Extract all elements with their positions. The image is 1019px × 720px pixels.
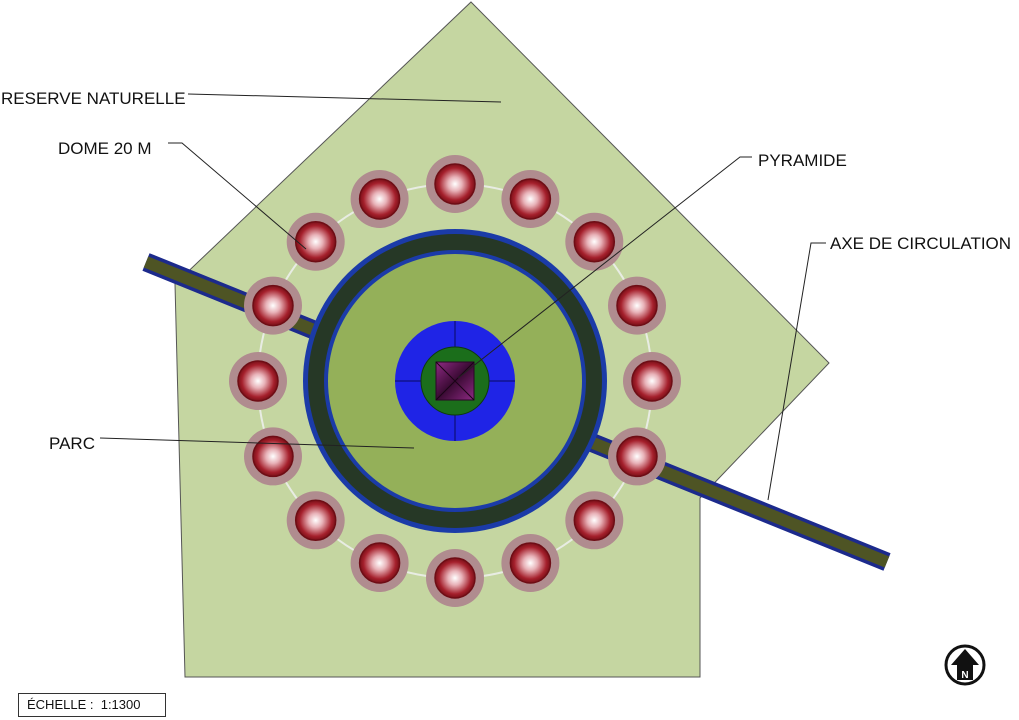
dome — [608, 276, 666, 335]
scale-label: ÉCHELLE : — [27, 697, 94, 712]
dome-core — [631, 360, 673, 402]
dome-core — [358, 178, 401, 220]
dome — [501, 534, 560, 592]
scale-box: ÉCHELLE : 1:1300 — [18, 693, 166, 717]
dome-core — [434, 557, 476, 599]
dome — [501, 170, 560, 228]
dome — [229, 352, 287, 410]
north-arrow: N — [944, 644, 986, 686]
leader-lines — [99, 93, 826, 501]
dome-core — [237, 360, 279, 402]
dome — [426, 155, 484, 213]
dome — [350, 534, 409, 592]
dome-core — [252, 435, 294, 478]
dome-core — [573, 220, 616, 263]
leader-pyramide — [457, 156, 752, 379]
leader-dome — [168, 142, 307, 250]
leader-reserve — [187, 93, 502, 103]
dome-core — [509, 178, 552, 220]
dome-core — [252, 284, 294, 327]
dome — [244, 427, 302, 486]
domes-group — [229, 155, 681, 607]
leader-parc — [99, 437, 415, 449]
dome — [244, 276, 302, 335]
dome — [426, 549, 484, 607]
dome-core — [616, 435, 658, 478]
dome-core — [294, 499, 337, 542]
scale-value: 1:1300 — [100, 697, 141, 712]
dome-core — [573, 499, 616, 542]
dome — [608, 427, 666, 486]
north-arrow-letter: N — [961, 670, 968, 681]
dome-core — [434, 163, 476, 205]
dome-core — [294, 220, 337, 263]
label-axe-de-circulation: AXE DE CIRCULATION — [830, 234, 1012, 253]
label-pyramide: PYRAMIDE — [758, 151, 847, 170]
dome-core — [616, 284, 658, 327]
dome — [565, 212, 624, 271]
north-arrow-shape — [951, 649, 979, 680]
pyramide-diag-2 — [435, 361, 475, 401]
leader-axe — [767, 242, 826, 501]
dome — [286, 491, 345, 550]
label-dome: DOME 20 M — [58, 139, 152, 158]
label-parc: PARC — [49, 434, 95, 453]
label-reserve-naturelle: RESERVE NATURELLE — [1, 89, 186, 108]
dome — [350, 170, 409, 228]
dome-core — [358, 542, 401, 584]
dome — [286, 212, 345, 271]
dome — [623, 352, 681, 410]
dome-core — [509, 542, 552, 584]
dome — [565, 491, 624, 550]
